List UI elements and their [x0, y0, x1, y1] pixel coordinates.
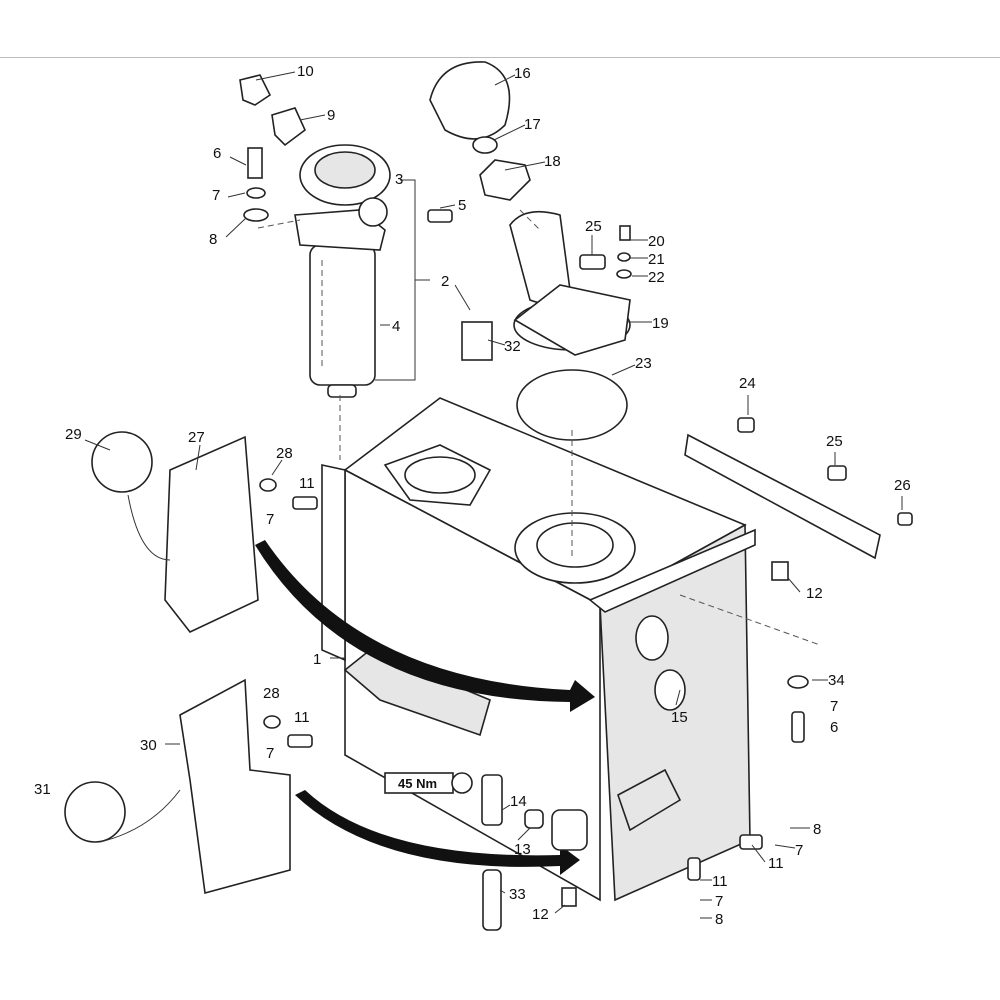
callout: 30: [140, 737, 157, 754]
small-parts: [259, 478, 809, 931]
callout: 28: [263, 685, 280, 702]
callout: 29: [65, 426, 82, 443]
callout: 23: [635, 355, 652, 372]
callout: 24: [739, 375, 756, 392]
callout: 10: [297, 63, 314, 80]
callout: 16: [514, 65, 531, 82]
callout: 5: [458, 197, 466, 214]
callout: 25: [826, 433, 843, 450]
callout: 11: [712, 873, 728, 890]
callout: 7: [715, 893, 723, 910]
header-divider: [0, 57, 1000, 58]
assembly-arrow-1: [255, 540, 595, 712]
callout: 18: [544, 153, 561, 170]
callout: 27: [188, 429, 205, 446]
callout: 8: [209, 231, 217, 248]
callout: 7: [830, 698, 838, 715]
torque-spec-badge: 45 Nm: [384, 772, 473, 794]
plug-strip: [684, 417, 913, 560]
callout: 28: [276, 445, 293, 462]
callout: 34: [828, 672, 845, 689]
callout: 20: [648, 233, 665, 250]
callout: 6: [830, 719, 838, 736]
callout: 19: [652, 315, 669, 332]
callout: 8: [813, 821, 821, 838]
callout: 7: [266, 511, 274, 528]
callout: 3: [395, 171, 403, 188]
callout: 32: [504, 338, 521, 355]
callout: 9: [327, 107, 335, 124]
callout: 13: [514, 841, 531, 858]
callout: 31: [34, 781, 51, 798]
callout: 1: [313, 651, 321, 668]
callout: 2: [441, 273, 449, 290]
return-filter: [239, 74, 493, 398]
callout: 21: [648, 251, 665, 268]
callout-labels: 10 9 6 7 8 3 5 2 4 32 16 17 18 25 20 21 …: [34, 63, 911, 928]
callout: 17: [524, 116, 541, 133]
filler-assembly: [429, 61, 632, 441]
callout: 6: [213, 145, 221, 162]
assembly-arrow-2: [295, 790, 580, 875]
callout: 8: [715, 911, 723, 928]
callout: 7: [212, 187, 220, 204]
callout: 15: [671, 709, 688, 726]
callout: 22: [648, 269, 665, 286]
callout: 26: [894, 477, 911, 494]
cover-plates: [64, 431, 291, 895]
callout: 12: [806, 585, 823, 602]
callout: 14: [510, 793, 527, 810]
callout: 33: [509, 886, 526, 903]
callout: 7: [266, 745, 274, 762]
callout: 25: [585, 218, 602, 235]
torque-label: 45 Nm: [398, 776, 437, 791]
callout: 11: [299, 475, 315, 492]
callout: 11: [768, 855, 784, 872]
callout: 7: [795, 842, 803, 859]
callout: 11: [294, 709, 310, 726]
callout: 12: [532, 906, 549, 923]
alignment-lines: [257, 209, 821, 646]
callout: 4: [392, 318, 400, 335]
